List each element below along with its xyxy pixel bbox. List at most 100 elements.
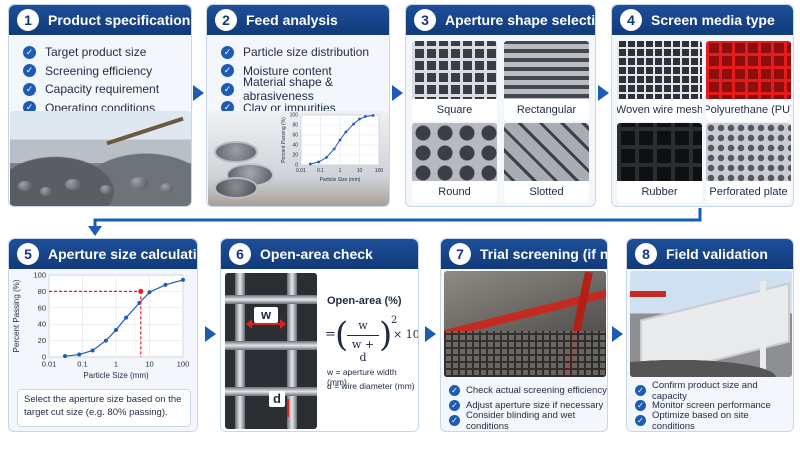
step-number: 4	[620, 9, 642, 31]
list-item: ✓Moisture content	[221, 62, 389, 81]
step-header: 5 Aperture size calculation	[9, 239, 197, 269]
step-title: Feed analysis	[246, 12, 338, 28]
list-item: ✓Consider blinding and wet conditions	[449, 410, 607, 431]
y-tick-label: 100	[33, 271, 46, 280]
x-tick-label: 1	[339, 168, 342, 174]
data-point	[114, 327, 118, 332]
aperture-tile-square: Square	[412, 41, 497, 121]
step-title: Product specification	[48, 12, 191, 28]
data-point	[308, 162, 312, 166]
aperture-tile-slotted: Slotted	[504, 123, 589, 203]
wire-mesh-closeup: w d	[225, 273, 317, 429]
step-number: 6	[229, 243, 251, 265]
list-item: ✓Target product size	[23, 43, 159, 62]
step-header: 8 Field validation	[627, 239, 793, 269]
x-tick-label: 100	[375, 168, 384, 174]
check-icon: ✓	[23, 64, 36, 78]
field-screen-photo	[630, 271, 792, 377]
checklist: ✓Particle size distribution ✓Moisture co…	[221, 43, 389, 117]
aperture-tile-rectangular: Rectangular	[504, 41, 589, 121]
step-card-1: 1 Product specification ✓Target product …	[8, 4, 192, 207]
data-point	[147, 290, 152, 295]
list-item: ✓Optimize based on site conditions	[635, 410, 793, 431]
step-number: 1	[17, 9, 39, 31]
step-number: 3	[414, 9, 436, 31]
step-card-8: 8 Field validation ✓Confirm product size…	[626, 238, 794, 432]
step-title: Screen media type	[651, 12, 775, 28]
data-point	[103, 338, 108, 343]
y-tick-label: 60	[38, 303, 46, 312]
media-tile-woven: Woven wire mesh	[617, 41, 702, 121]
media-tile-perforated: Perforated plate	[706, 123, 791, 203]
x-tick-label: 10	[145, 360, 153, 369]
step-title: Trial screening (if needed)	[480, 246, 608, 262]
check-icon: ✓	[635, 385, 646, 396]
list-item: ✓Adjust aperture size if necessary	[449, 398, 607, 413]
checklist: ✓Confirm product size and capacity ✓Moni…	[635, 380, 793, 431]
checklist: ✓Check actual screening efficiency ✓Adju…	[449, 383, 607, 431]
data-point	[77, 352, 82, 357]
list-item: ✓Material shape & abrasiveness	[221, 75, 389, 103]
flow-arrow-icon	[612, 326, 623, 342]
step-card-4: 4 Screen media type Woven wire mesh Poly…	[611, 4, 794, 207]
data-point	[332, 147, 336, 151]
data-point	[352, 122, 356, 126]
media-tile-rubber: Rubber	[617, 123, 702, 203]
y-tick-label: 20	[292, 153, 298, 159]
y-tick-label: 40	[292, 143, 298, 149]
data-point	[317, 160, 321, 164]
data-point	[371, 114, 375, 117]
series-line	[64, 279, 184, 357]
x-tick-label: 0.1	[317, 168, 324, 174]
check-icon: ✓	[23, 82, 36, 96]
formula-title: Open-area (%)	[327, 295, 402, 307]
data-point	[338, 138, 342, 142]
check-icon: ✓	[635, 400, 646, 411]
flow-arrow-icon	[392, 85, 403, 101]
data-point	[344, 130, 348, 134]
step-header: 6 Open-area check	[221, 239, 418, 269]
data-point	[363, 115, 367, 118]
step-header: 1 Product specification	[9, 5, 191, 35]
y-axis-label: Percent Passing (%)	[281, 117, 287, 163]
x-axis-label: Particle Size (mm)	[83, 371, 149, 380]
flow-arrow-icon	[193, 85, 204, 101]
open-area-formula: = ( w w + d ) 2 × 100	[325, 315, 418, 364]
data-point	[62, 354, 67, 359]
step-card-6: 6 Open-area check w d Open-area (%) = ( …	[220, 238, 419, 432]
x-tick-label: 10	[357, 168, 363, 174]
step-header: 4 Screen media type	[612, 5, 793, 35]
x-tick-label: 0.1	[77, 360, 87, 369]
step-number: 5	[17, 243, 39, 265]
label-d: d	[269, 391, 285, 407]
definition-w: w = aperture width (mm)	[327, 367, 397, 387]
step-title: Aperture shape selection	[445, 12, 596, 28]
y-axis-label: Percent Passing (%)	[12, 279, 21, 352]
x-tick-label: 0.01	[296, 168, 306, 174]
check-icon: ✓	[221, 64, 234, 78]
step-title: Aperture size calculation	[48, 246, 198, 262]
step-number: 2	[215, 9, 237, 31]
label-w: w	[254, 307, 278, 323]
step-number: 8	[635, 243, 657, 265]
data-point	[181, 277, 185, 282]
y-tick-label: 0	[295, 163, 298, 169]
series-line	[310, 115, 374, 165]
y-tick-label: 40	[38, 320, 46, 329]
step-title: Field validation	[666, 246, 768, 262]
step-header: 3 Aperture shape selection	[406, 5, 595, 35]
data-point	[124, 315, 129, 320]
y-tick-label: 20	[38, 336, 46, 345]
check-icon: ✓	[221, 82, 234, 96]
step-header: 7 Trial screening (if needed)	[441, 239, 607, 269]
cut-size-point	[138, 288, 144, 294]
check-icon: ✓	[449, 385, 460, 396]
media-tile-polyurethane: Polyurethane (PU)	[706, 41, 791, 121]
list-item: ✓Confirm product size and capacity	[635, 380, 793, 402]
x-tick-label: 1	[114, 360, 118, 369]
list-item: ✓Screening efficiency	[23, 62, 159, 81]
check-icon: ✓	[449, 415, 460, 426]
